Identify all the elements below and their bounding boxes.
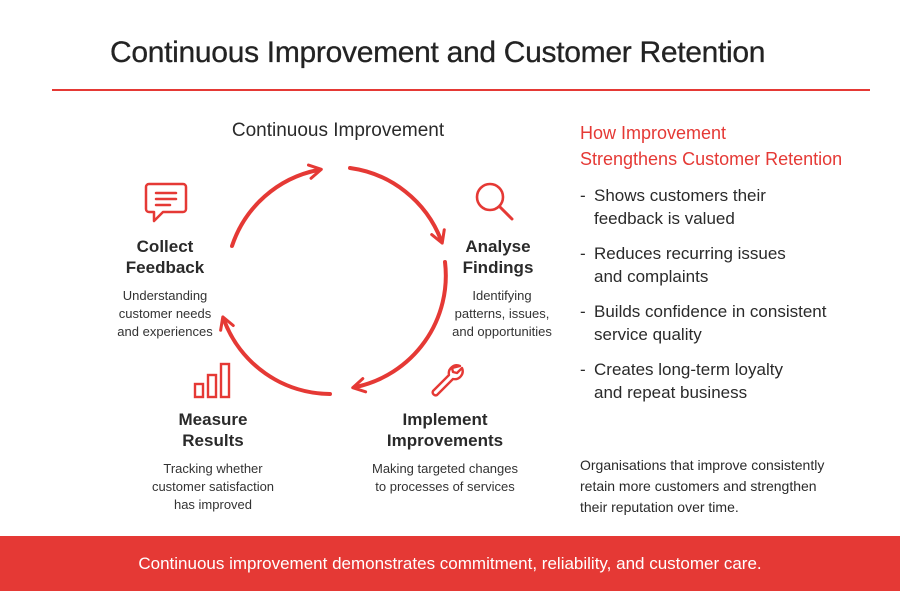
cycle-title: Continuous Improvement — [231, 120, 445, 141]
step-analyse-findings-title: Analyse Findings — [462, 237, 534, 277]
step-collect-feedback-desc: Understanding customer needs and experie… — [117, 288, 213, 339]
retention-note: Organisations that improve consistently … — [580, 457, 825, 515]
cycle-arc-right — [348, 166, 446, 245]
cycle-arc-left — [219, 315, 332, 396]
benefits-list: Shows customers their feedback is valued… — [580, 184, 880, 416]
magnifier-icon — [475, 182, 514, 221]
step-measure-results-desc: Tracking whether customer satisfaction h… — [151, 461, 275, 512]
title-divider — [52, 89, 870, 91]
step-analyse-findings-desc: Identifying patterns, issues, and opport… — [452, 288, 552, 339]
benefit-item: Builds confidence in consistent service … — [580, 300, 880, 346]
wrench-icon — [431, 364, 464, 397]
step-implement-improvements-title: Implement Improvements — [386, 410, 504, 450]
footer-banner: Continuous improvement demonstrates comm… — [0, 536, 900, 591]
benefit-item: Shows customers their feedback is valued — [580, 184, 880, 230]
benefit-item: Reduces recurring issues and complaints — [580, 242, 880, 288]
cycle-arc-top — [230, 163, 323, 248]
page-title: Continuous Improvement and Customer Rete… — [110, 36, 766, 69]
step-measure-results-title: Measure Results — [178, 410, 248, 450]
step-implement-improvements-desc: Making targeted changes to processes of … — [372, 461, 518, 494]
benefit-item: Creates long-term loyalty and repeat bus… — [580, 358, 880, 404]
cycle-arc-bottom-right — [351, 260, 448, 394]
chat-bubble-icon — [144, 182, 188, 223]
bar-chart-icon — [193, 362, 231, 399]
footer-text: Continuous improvement demonstrates comm… — [138, 553, 762, 573]
step-collect-feedback-title: Collect Feedback — [125, 237, 205, 277]
retention-heading: How Improvement Strengthens Customer Ret… — [580, 123, 843, 169]
